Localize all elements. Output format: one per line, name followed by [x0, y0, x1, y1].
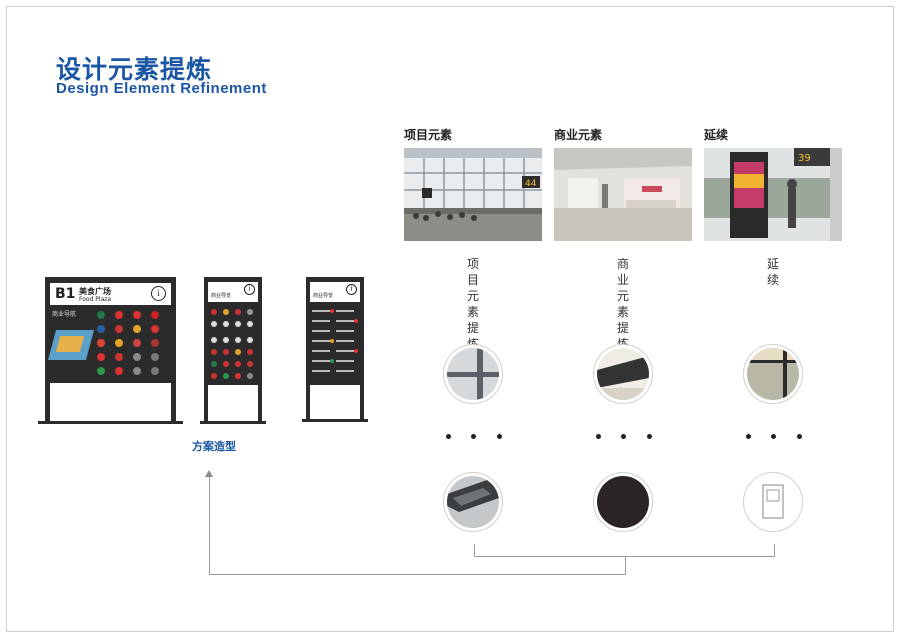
page-subtitle: Design Element Refinement	[56, 80, 267, 97]
ellipsis-dot	[471, 434, 476, 439]
ellipsis-dot	[446, 434, 451, 439]
scheme-caption: 方案造型	[192, 440, 236, 453]
element-circle-outline-form	[743, 472, 803, 532]
floor-map-area	[55, 336, 85, 352]
ellipsis-dot	[497, 434, 502, 439]
ellipsis-dot	[596, 434, 601, 439]
element-circle-metal-frame	[443, 472, 503, 532]
element-circle-ceiling	[593, 344, 653, 404]
arrow-up-icon	[205, 470, 213, 477]
ellipsis-dot	[771, 434, 776, 439]
sign-floor-code: B1	[55, 286, 76, 302]
vertical-label-commercial: 商 业 元 素 提 炼	[616, 257, 629, 351]
connector-line	[209, 476, 210, 575]
vertical-label-project: 项 目 元 素 提 炼	[466, 257, 479, 351]
element-circle-dark-material	[593, 472, 653, 532]
page-title: 设计元素提炼	[56, 55, 213, 84]
info-icon: i	[244, 284, 255, 295]
connector-line	[625, 556, 626, 575]
gate-number-39: 39	[798, 153, 811, 164]
gate-number-44: 44	[525, 179, 537, 189]
ellipsis-dot	[647, 434, 652, 439]
sign-small-label: 商业导览	[313, 293, 334, 299]
connector-line	[474, 556, 775, 557]
info-icon: i	[346, 284, 357, 295]
photo-commercial-element	[554, 148, 692, 241]
vertical-label-continuation: 延 续	[766, 257, 779, 287]
shop-logo-grid	[95, 309, 167, 381]
element-circle-frame-edge	[743, 344, 803, 404]
column-header-commercial: 商业元素	[554, 128, 603, 142]
element-circle-window-frame	[443, 344, 503, 404]
sign-sub-label: 商业导航	[52, 311, 77, 318]
connector-line	[474, 544, 475, 557]
ellipsis-dot	[797, 434, 802, 439]
photo-continuation: 39	[704, 148, 842, 241]
sign-floor-name-en: Food Plaza	[79, 296, 112, 303]
connector-line	[209, 574, 626, 575]
photo-project-element: 44	[404, 148, 542, 241]
sign-medium-label: 商业导览	[211, 293, 232, 299]
column-header-project: 项目元素	[404, 128, 453, 142]
shop-logo-grid	[208, 306, 258, 382]
shop-logo-list	[310, 306, 360, 382]
column-header-continuation: 延续	[704, 128, 729, 142]
page-frame	[6, 6, 894, 632]
connector-line	[774, 544, 775, 557]
sign-floor-name: 美食广场	[79, 287, 111, 296]
info-icon: i	[151, 286, 166, 301]
ellipsis-dot	[621, 434, 626, 439]
ellipsis-dot	[746, 434, 751, 439]
